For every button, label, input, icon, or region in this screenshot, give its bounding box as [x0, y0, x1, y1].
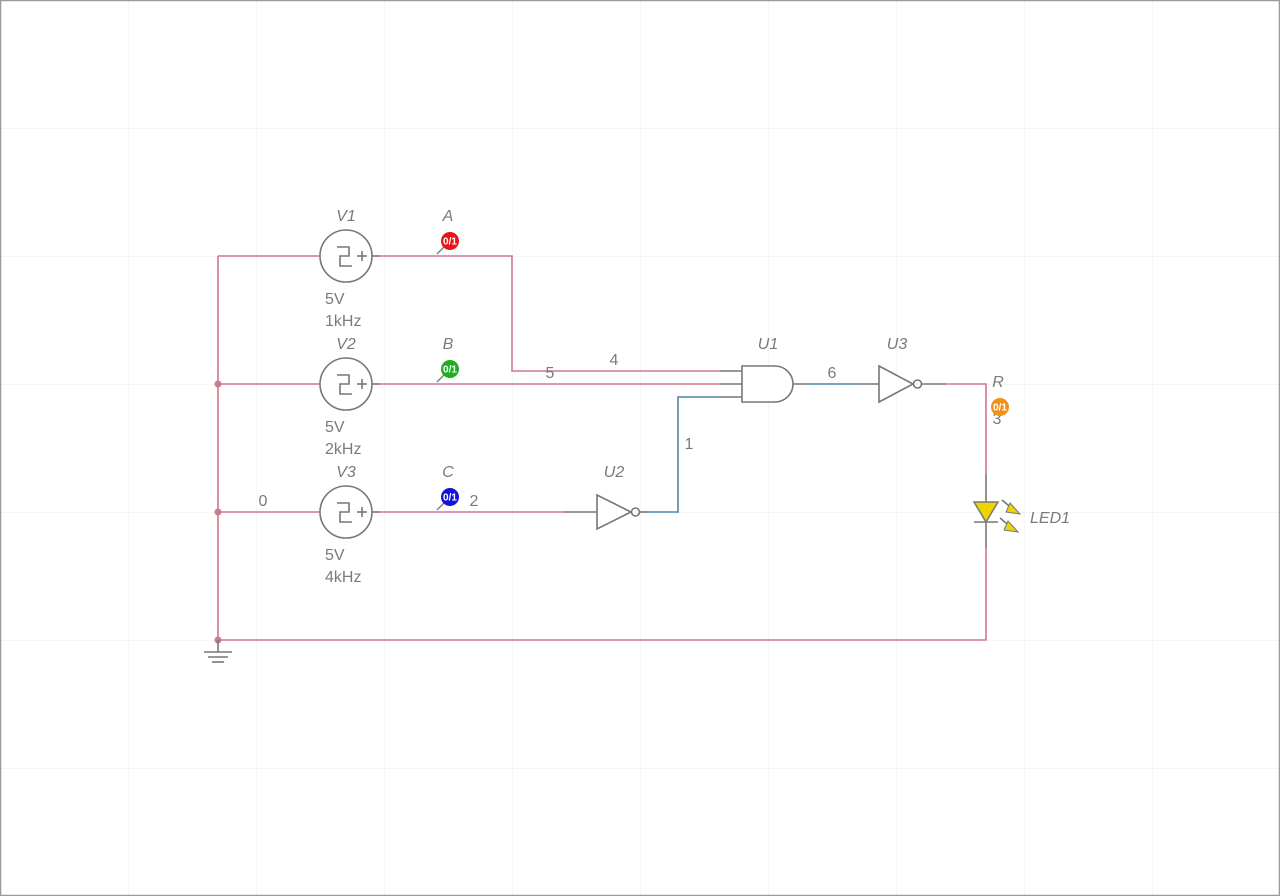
probe-c-value: 0/1 — [443, 493, 457, 504]
source-v1-voltage: 5V — [325, 291, 345, 308]
source-v2-ref: V2 — [336, 336, 356, 353]
source-v3-ref: V3 — [336, 464, 356, 481]
wire-net-3[interactable] — [946, 383, 987, 474]
wire-net-1[interactable] — [648, 396, 720, 513]
probe-r-label: R — [992, 374, 1004, 391]
gate-u2-not[interactable]: U2 — [564, 464, 648, 531]
source-v3[interactable]: V3 5V 4kHz — [319, 464, 380, 586]
net-label-5: 5 — [546, 365, 555, 382]
junction-v3 — [214, 508, 222, 516]
probe-a-value: 0/1 — [443, 237, 457, 248]
gate-u1-and[interactable]: U1 — [720, 336, 810, 403]
wire-net-4[interactable] — [380, 255, 720, 372]
source-v1[interactable]: V1 5V 1kHz — [319, 208, 380, 330]
probe-r-value: 0/1 — [993, 403, 1007, 414]
wires — [217, 255, 987, 641]
net-label-6: 6 — [828, 365, 837, 382]
probe-c-label: C — [442, 464, 454, 481]
ground-icon[interactable] — [204, 640, 232, 663]
source-v2-voltage: 5V — [325, 419, 345, 436]
probe-c[interactable]: 0/1 C — [436, 464, 459, 511]
probe-b[interactable]: 0/1 B — [436, 336, 459, 383]
net-label-4: 4 — [610, 352, 619, 369]
led-1-ref: LED1 — [1030, 510, 1070, 527]
net-label-0: 0 — [259, 493, 268, 510]
gate-u1-ref: U1 — [758, 336, 778, 353]
probe-b-value: 0/1 — [443, 365, 457, 376]
probe-r[interactable]: 0/1 R — [991, 374, 1009, 416]
wire-ground-rail[interactable] — [217, 256, 987, 641]
source-v3-voltage: 5V — [325, 547, 345, 564]
source-v2[interactable]: V2 5V 2kHz — [319, 336, 380, 458]
gate-u3-not[interactable]: U3 — [860, 336, 946, 404]
led-1[interactable]: LED1 — [972, 474, 1070, 548]
source-v2-freq: 2kHz — [325, 441, 361, 458]
net-label-2: 2 — [470, 493, 479, 510]
probe-a-label: A — [442, 208, 454, 225]
probe-a[interactable]: 0/1 A — [436, 208, 459, 255]
junction-v2 — [214, 380, 222, 388]
net-label-3: 3 — [993, 411, 1002, 428]
probe-b-label: B — [443, 336, 454, 353]
gate-u2-ref: U2 — [604, 464, 625, 481]
source-v1-ref: V1 — [336, 208, 356, 225]
gate-u3-ref: U3 — [887, 336, 908, 353]
source-v1-freq: 1kHz — [325, 313, 361, 330]
source-v3-freq: 4kHz — [325, 569, 361, 586]
net-label-1: 1 — [685, 436, 694, 453]
